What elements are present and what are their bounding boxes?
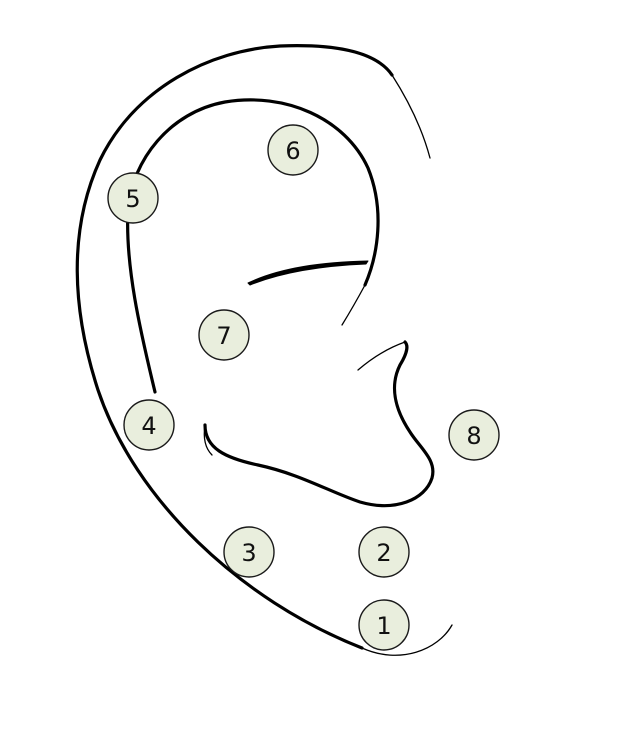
marker-7-circle: [198, 309, 250, 361]
marker-6: 6: [267, 124, 319, 176]
antihelix-crus: [247, 260, 369, 286]
marker-3-circle: [223, 526, 275, 578]
marker-5-label: 5: [125, 185, 140, 213]
concha-left-tail: [203, 424, 213, 456]
marker-1-circle: [358, 599, 410, 651]
marker-6-circle: [267, 124, 319, 176]
marker-3: 3: [223, 526, 275, 578]
tragus-tail: [357, 341, 406, 371]
marker-6-label: 6: [285, 137, 300, 165]
marker-2: 2: [358, 526, 410, 578]
marker-3-label: 3: [241, 539, 256, 567]
marker-1: 1: [358, 599, 410, 651]
marker-2-label: 2: [376, 539, 391, 567]
marker-4-circle: [123, 399, 175, 451]
outer-ear-top-tail: [391, 74, 431, 159]
marker-1-label: 1: [376, 612, 391, 640]
marker-7-label: 7: [216, 322, 231, 350]
marker-7: 7: [198, 309, 250, 361]
marker-4-label: 4: [141, 412, 156, 440]
marker-2-circle: [358, 526, 410, 578]
marker-8-label: 8: [466, 422, 481, 450]
marker-8: 8: [448, 409, 500, 461]
marker-8-circle: [448, 409, 500, 461]
marker-4: 4: [123, 399, 175, 451]
inner-helix-tail: [341, 284, 366, 326]
marker-5-circle: [107, 172, 159, 224]
concha-outline: [203, 340, 435, 508]
marker-5: 5: [107, 172, 159, 224]
inner-helix-outline: [126, 98, 380, 394]
outer-ear-outline: [75, 44, 394, 650]
outer-ear-lobe-tail: [361, 624, 453, 656]
